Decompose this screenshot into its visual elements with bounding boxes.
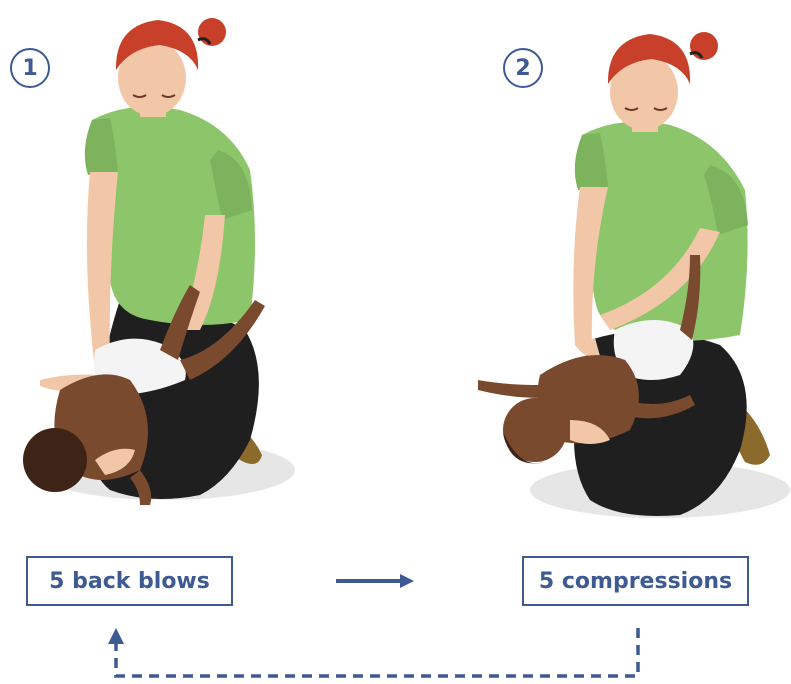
rescuer-illustration-back-blows [23,18,295,505]
step-2-label: 5 compressions [522,556,749,606]
forward-arrow [336,574,414,588]
step-1-label: 5 back blows [26,556,233,606]
repeat-loop-arrow [108,628,638,676]
rescuer-illustration-compressions [478,32,790,518]
step-2-badge: 2 [503,48,543,88]
step-1-badge: 1 [10,48,50,88]
